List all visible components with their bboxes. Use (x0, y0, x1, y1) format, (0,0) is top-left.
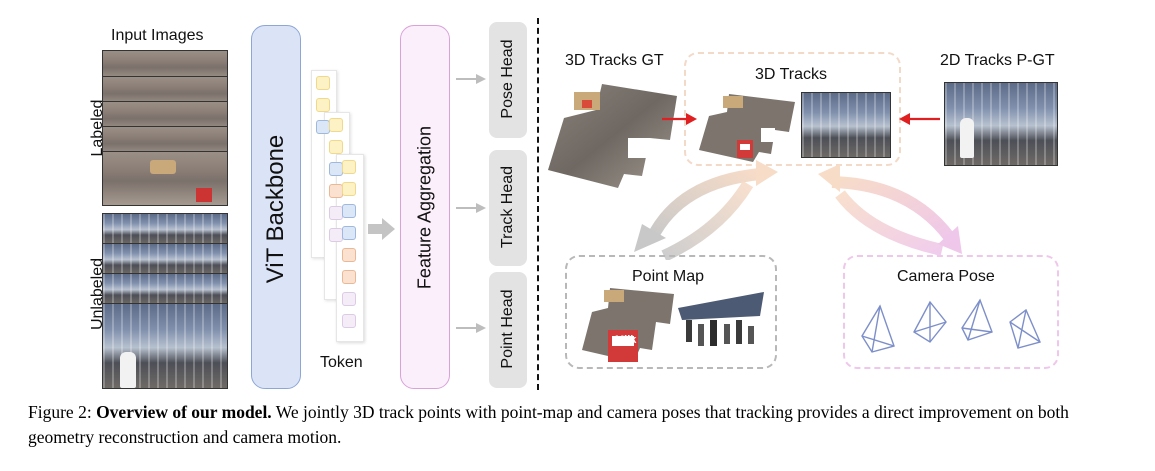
pose-head-label: Pose Head (499, 39, 516, 119)
point-head-label: Point Head (499, 289, 516, 369)
tracks-3d-image (801, 92, 891, 158)
token-to-aggregation-arrow (368, 218, 395, 240)
token (316, 120, 330, 134)
vit-backbone-label: ViT Backbone (262, 134, 289, 284)
unlabeled-image-1 (102, 213, 228, 246)
vit-backbone-block (251, 25, 301, 389)
section-divider (537, 18, 539, 390)
token (329, 140, 343, 154)
unlabeled-image-2 (102, 243, 228, 276)
token (342, 314, 356, 328)
aggregation-to-heads-arrows (456, 74, 486, 333)
token (342, 270, 356, 284)
point-map-box (565, 255, 777, 369)
token (342, 226, 356, 240)
point-map-pointcloud (582, 288, 674, 362)
camera-frustum-icon (1009, 308, 1041, 349)
token (342, 248, 356, 262)
camera-frustum-icon (861, 304, 895, 353)
token (342, 182, 356, 196)
person-silhouette-2d (960, 118, 974, 158)
milk-carton-small (196, 188, 212, 202)
feature-aggregation-label: Feature Aggregation (414, 125, 435, 290)
person-silhouette (120, 352, 136, 388)
object-blob (150, 160, 176, 174)
caption-title: Overview of our model. (96, 402, 272, 422)
unlabeled-image-3 (102, 273, 228, 306)
point-head-block (489, 272, 527, 388)
token (329, 118, 343, 132)
point-map-label: Point Map (632, 268, 705, 285)
tracks-3d-box (684, 52, 901, 166)
token (342, 160, 356, 174)
point-map-people-cloud (678, 292, 764, 346)
labeled-label: Labeled (89, 99, 106, 157)
tracks-pointmap-double-arrow (634, 160, 778, 260)
tracks-2d-pgt-label: 2D Tracks P-GT (940, 52, 1055, 69)
camera-frustums (861, 298, 1041, 353)
tracks-3d-pointcloud (699, 94, 795, 162)
caption-text: We jointly 3D track points with point-ma… (28, 402, 1069, 447)
tracks-3d-gt-pointcloud (548, 84, 677, 188)
tracks-3d-label: 3D Tracks (755, 66, 828, 83)
token (329, 162, 343, 176)
milk-text: Milk (615, 334, 637, 346)
token (316, 76, 330, 90)
token (316, 98, 330, 112)
input-images-label: Input Images (111, 27, 204, 44)
camera-pose-box (843, 255, 1059, 369)
camera-frustum-icon (961, 298, 993, 341)
token-label: Token (320, 354, 363, 371)
camera-pose-label: Camera Pose (897, 268, 995, 285)
pgt-to-tracks-arrow (899, 113, 940, 125)
track-head-label: Track Head (499, 165, 516, 249)
feature-aggregation-block (400, 25, 450, 389)
unlabeled-label: Unlabeled (89, 257, 106, 331)
token (342, 292, 356, 306)
pose-head-block (489, 22, 527, 138)
token (329, 206, 343, 220)
tracks-camera-double-arrow (818, 164, 962, 256)
figure-caption: Figure 2: Overview of our model. We join… (28, 400, 1138, 450)
track-head-block (489, 150, 527, 266)
token (329, 228, 343, 242)
gt-to-tracks-arrow (662, 113, 697, 125)
camera-frustum-icon (913, 300, 947, 343)
token (342, 204, 356, 218)
token (329, 184, 343, 198)
tracks-3d-gt-label: 3D Tracks GT (565, 52, 664, 69)
caption-prefix: Figure 2: (28, 402, 97, 422)
